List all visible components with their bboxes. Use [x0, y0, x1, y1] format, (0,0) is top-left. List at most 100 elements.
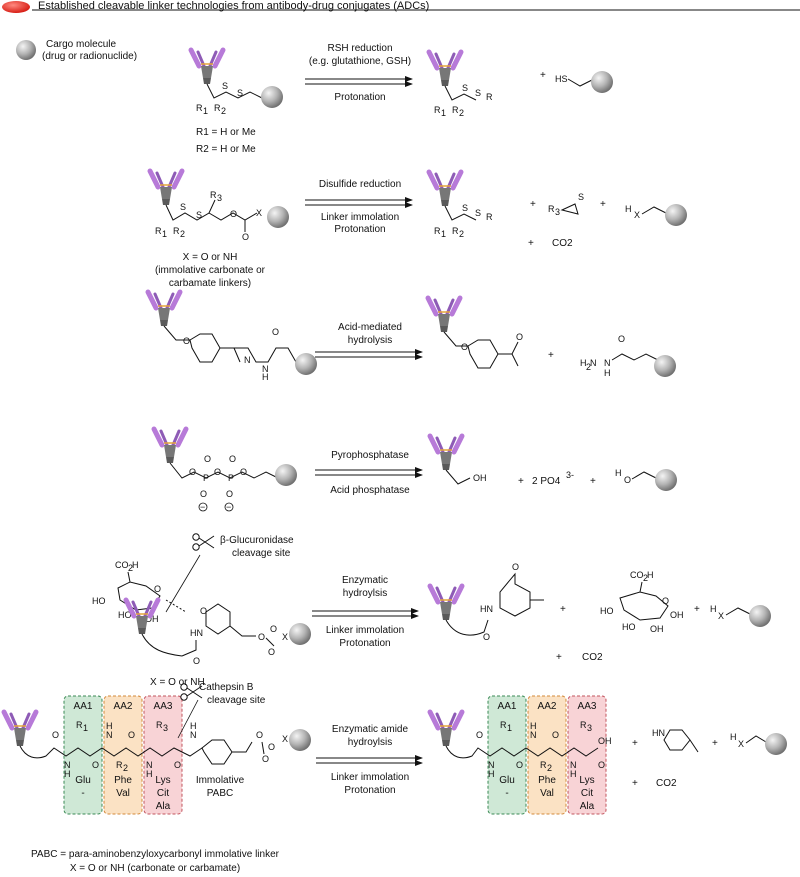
svg-text:N: N [146, 760, 153, 770]
svg-text:R: R [173, 226, 180, 236]
peptide-boxes-right: AA1 AA2 AA3 Glu - Phe Val Lys Cit Ala [487, 695, 607, 815]
svg-text:R: R [580, 720, 587, 730]
svg-text:O: O [268, 742, 275, 752]
svg-text:O: O [270, 624, 277, 634]
cargo-sphere-icon [749, 605, 771, 627]
svg-text:R: R [116, 760, 123, 770]
svg-text:S: S [578, 192, 584, 202]
cargo-sphere-icon [654, 355, 676, 377]
cargo-label-1: Cargo molecule [46, 39, 116, 50]
cond-top-1: Acid-mediated [338, 322, 402, 333]
svg-text:−: − [200, 502, 205, 512]
svg-text:H: H [615, 468, 622, 478]
plus: + [540, 70, 546, 81]
svg-text:1: 1 [441, 108, 446, 118]
svg-text:2: 2 [547, 763, 552, 773]
cargo-sphere-icon [655, 469, 677, 491]
cond-top-2: hydroylsis [348, 737, 392, 748]
svg-text:O: O [242, 232, 249, 242]
aa1-label: AA1 [74, 701, 93, 712]
svg-text:O: O [226, 489, 233, 499]
svg-text:HO: HO [622, 622, 636, 632]
plus: + [694, 604, 700, 615]
phosphate-label: 2 PO4 [532, 476, 561, 487]
cond-bottom-2: Protonation [334, 224, 385, 235]
svg-text:N: N [244, 355, 251, 365]
svg-text:O: O [598, 760, 605, 770]
svg-text:H: H [106, 721, 113, 731]
svg-text:S: S [237, 88, 243, 98]
svg-text:P: P [228, 473, 234, 483]
svg-text:H: H [710, 604, 717, 614]
svg-text:N: N [262, 364, 269, 374]
svg-text:3: 3 [163, 723, 168, 733]
note-x: X = O or NH [150, 677, 205, 688]
plus: + [556, 652, 562, 663]
plus: + [530, 199, 536, 210]
svg-text:N: N [488, 760, 495, 770]
cond-bottom-1: Linker immolation [331, 772, 409, 783]
plus: + [528, 238, 534, 249]
plus: + [590, 476, 596, 487]
svg-text:H: H [190, 721, 197, 731]
cargo-sphere-icon [261, 86, 283, 108]
svg-text:O: O [204, 454, 211, 464]
svg-text:2: 2 [459, 229, 464, 239]
svg-text:O: O [268, 647, 275, 657]
svg-text:O: O [624, 475, 631, 485]
svg-text:N: N [590, 358, 597, 368]
svg-text:O: O [512, 562, 519, 572]
svg-text:2: 2 [459, 108, 464, 118]
cond-top-1: RSH reduction [327, 43, 392, 54]
svg-text:R: R [76, 720, 83, 730]
cargo-sphere-icon [765, 733, 787, 755]
aa2-label: AA2 [538, 701, 557, 712]
cargo-sphere-icon [289, 729, 311, 751]
svg-text:HO: HO [92, 596, 106, 606]
footer-line-1: PABC = para-aminobenzyloxycarbonyl immol… [31, 849, 280, 860]
svg-text:−: − [226, 502, 231, 512]
svg-text:O: O [662, 596, 669, 606]
svg-text:O: O [258, 632, 265, 642]
svg-text:H: H [530, 721, 537, 731]
svg-text:O: O [461, 342, 468, 352]
scissors-icon [180, 683, 203, 701]
aa1-box [487, 695, 527, 815]
header-title: Established cleavable linker technologie… [38, 0, 429, 12]
note-r1: R1 = H or Me [196, 127, 256, 138]
svg-text:1: 1 [507, 723, 512, 733]
cargo-sphere-icon [16, 40, 36, 60]
svg-text:HO: HO [118, 610, 132, 620]
aa2-res-1: Phe [114, 775, 132, 786]
cond-top-1: Disulfide reduction [319, 179, 401, 190]
svg-text:OH: OH [598, 736, 612, 746]
svg-text:N: N [604, 358, 611, 368]
svg-text:H: H [604, 368, 611, 378]
plus: + [548, 350, 554, 361]
cargo-sphere-icon [267, 206, 289, 228]
aa1-res-2: - [505, 788, 508, 799]
svg-text:1: 1 [162, 229, 167, 239]
aa2-box [527, 695, 567, 815]
svg-text:S: S [462, 203, 468, 213]
cleavage-label-1: β-Glucuronidase [220, 535, 294, 546]
note-immol-2: carbamate linkers) [169, 278, 251, 289]
aa1-box [63, 695, 103, 815]
phosphate-charge: 3- [566, 470, 574, 480]
aa2-res-1: Phe [538, 775, 556, 786]
svg-text:R: R [500, 720, 507, 730]
svg-text:R: R [452, 105, 459, 115]
aa1-res-2: - [81, 788, 84, 799]
svg-text:N: N [570, 760, 577, 770]
svg-text:S: S [462, 83, 468, 93]
cargo-sphere-icon [295, 353, 317, 375]
aa3-res-3: Ala [156, 801, 171, 812]
cond-top-2: hydroylsis [343, 588, 387, 599]
cargo-sphere-icon [275, 464, 297, 486]
svg-text:X: X [718, 611, 724, 621]
svg-text:3: 3 [587, 723, 592, 733]
cond-top-2: (e.g. glutathione, GSH) [309, 56, 411, 67]
